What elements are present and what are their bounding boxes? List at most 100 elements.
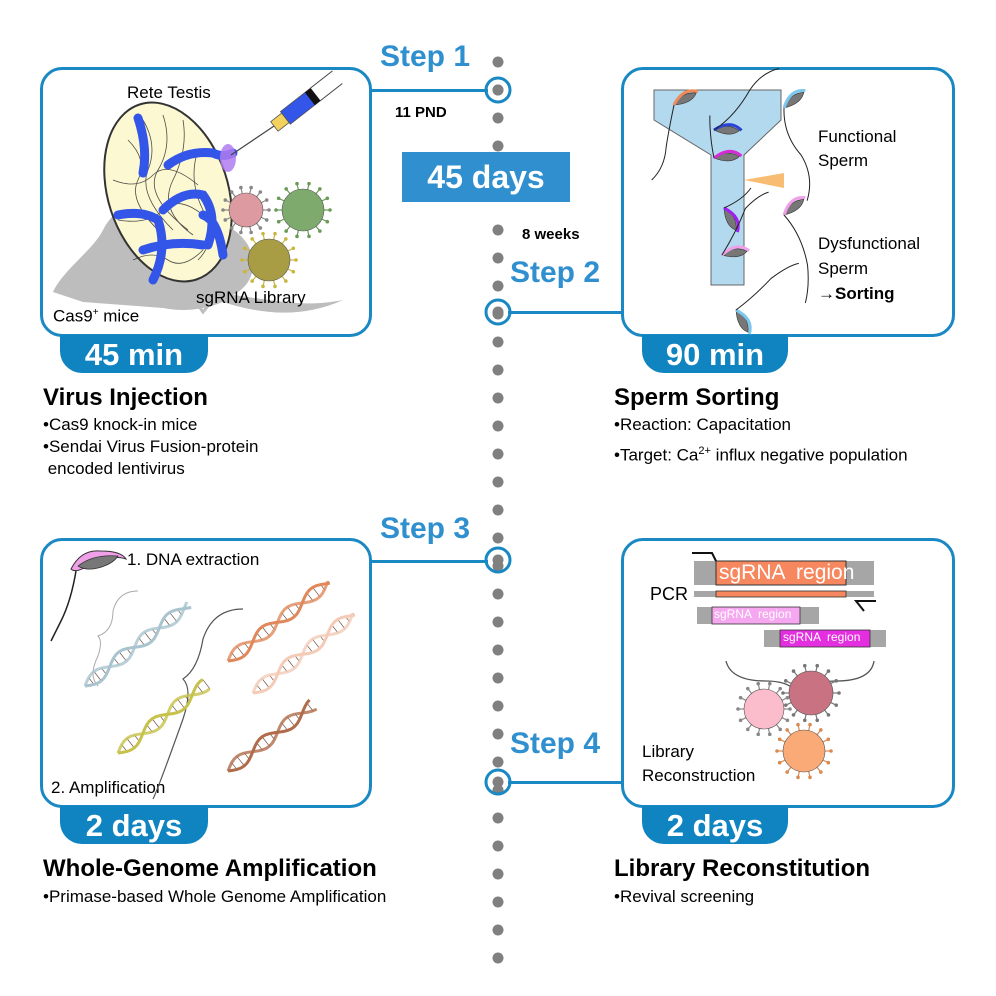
virus-pink-icon [221, 185, 271, 235]
step-node-dot [492, 306, 504, 318]
virus-light-pink-icon [736, 681, 792, 737]
dna-helix-icon [116, 678, 211, 755]
step-4-duration-badge: 2 days [642, 806, 788, 844]
testis-icon [103, 101, 238, 285]
virus-olive-icon [240, 231, 298, 289]
sperm-icon [735, 262, 799, 335]
step-1-duration-badge: 45 min [60, 335, 208, 373]
dna-helix-icon [251, 612, 355, 695]
library-reconstruction-label-1: Library [642, 742, 694, 761]
timeline-dot [492, 840, 504, 852]
step-1-bullet-1: •Cas9 knock-in mice [43, 415, 198, 434]
rete-testis-label: Rete Testis [127, 83, 211, 102]
bullet-text-rest: influx negative population [710, 445, 908, 465]
timeline-dot [492, 252, 504, 264]
step-2-panel: Functional Sperm Dysfunctional Sperm →So… [621, 67, 955, 337]
step-4-label: Step 4 [510, 727, 601, 760]
sorting-text: Sorting [835, 284, 895, 303]
sgrna-library-label: sgRNA Library [196, 288, 306, 307]
timeline-dot [492, 224, 504, 236]
timeline-dot [492, 364, 504, 376]
step-2-duration-badge: 90 min [642, 335, 788, 373]
timeline-dot [492, 532, 504, 544]
library-reconstruction-label-2: Reconstruction [642, 766, 756, 785]
step-4-connector [508, 781, 624, 784]
timeline-dot [492, 672, 504, 684]
timeline-dot [492, 700, 504, 712]
mouse-label-suffix: mice [98, 306, 140, 326]
step-4-title: Library Reconstitution [614, 855, 871, 882]
step-1-bullet-3: encoded lentivirus [43, 459, 185, 478]
timeline-dot [492, 112, 504, 124]
bullet-sup: 2+ [698, 445, 711, 457]
virus-library-icon [221, 181, 332, 289]
virus-orange-icon [775, 722, 833, 780]
timeline-dot [492, 280, 504, 292]
microfluidic-channel-icon [651, 68, 811, 335]
timeline-dot [492, 812, 504, 824]
timeline-dot [492, 588, 504, 600]
sperm-icon [723, 187, 752, 233]
step-1-title: Virus Injection [43, 384, 208, 411]
bullet-text: •Target: Ca [614, 445, 699, 465]
age-later-label: 8 weeks [522, 226, 580, 243]
sgrna-region-label-1: sgRNA region [719, 561, 855, 584]
step-2-title: Sperm Sorting [614, 384, 780, 411]
step-3-connector [370, 560, 488, 563]
arrow-icon: → [818, 284, 835, 303]
mouse-label-sup: + [92, 307, 99, 318]
step-4-panel: PCR sgRNA region sgRNA region sgRNA regi… [621, 538, 955, 808]
step-3-duration-badge: 2 days [60, 806, 208, 844]
timeline-dot [492, 336, 504, 348]
timeline-dot [492, 140, 504, 152]
step-1-bullet-2: •Sendai Virus Fusion-protein [43, 437, 259, 456]
timeline-dot [492, 868, 504, 880]
step-4-bullet-1: •Revival screening [614, 887, 755, 906]
sperm-icon [713, 68, 780, 135]
dysfunctional-sperm-icon [782, 196, 809, 304]
interval-box: 45 days [402, 152, 570, 202]
dna-helix-icon [226, 580, 330, 663]
step-2-bullet-1: •Reaction: Capacitation [614, 415, 791, 434]
step-2-connector [508, 311, 624, 314]
timeline-dot [492, 924, 504, 936]
step-3-title: Whole-Genome Amplification [43, 855, 377, 882]
dna-helix-icon [83, 601, 192, 688]
amplification-label: 2. Amplification [51, 778, 166, 797]
step-1-panel: Rete Testis Cas9+ mice sgRNA Libra [40, 67, 372, 337]
dna-extraction-label: 1. DNA extraction [127, 550, 260, 569]
functional-sperm-label-2: Sperm [818, 151, 869, 170]
timeline-dot [492, 420, 504, 432]
step-1-connector [370, 89, 488, 92]
age-start-label: 11 PND [395, 104, 447, 121]
timeline-dot [492, 728, 504, 740]
functional-sperm-label-1: Functional [818, 127, 897, 146]
step-1-label: Step 1 [380, 40, 471, 73]
dysfunctional-sperm-label-1: Dysfunctional [818, 234, 921, 253]
timeline-dot [492, 616, 504, 628]
timeline-dot [492, 756, 504, 768]
step-3-bullet-1: •Primase-based Whole Genome Amplificatio… [43, 887, 387, 906]
pcr-diagram [692, 552, 886, 780]
sperm-icon [651, 89, 699, 181]
step-3-panel: 1. DNA extraction 2. Amplification [40, 538, 372, 808]
step-node-dot [492, 776, 504, 788]
timeline-dot [492, 504, 504, 516]
interval-label: 45 days [427, 159, 545, 195]
timeline-dot [492, 476, 504, 488]
mouse-label: Cas9+ mice [53, 302, 139, 328]
sgrna-region-label-2: sgRNA region [714, 607, 792, 621]
virus-green-icon [274, 181, 332, 239]
dysfunctional-sperm-label-2: Sperm [818, 259, 869, 278]
functional-sperm-icon [782, 89, 811, 201]
step-2-bullet-2: •Target: Ca2+ influx negative population [614, 440, 908, 467]
step-3-label: Step 3 [380, 512, 471, 545]
sperm-icon [709, 115, 743, 162]
timeline-dot [492, 896, 504, 908]
sgrna-region-label-3: sgRNA region [783, 630, 861, 644]
timeline-dot [492, 644, 504, 656]
sorting-label: →Sorting [818, 283, 895, 305]
timeline-dot [492, 952, 504, 964]
step-node-dot [492, 554, 504, 566]
